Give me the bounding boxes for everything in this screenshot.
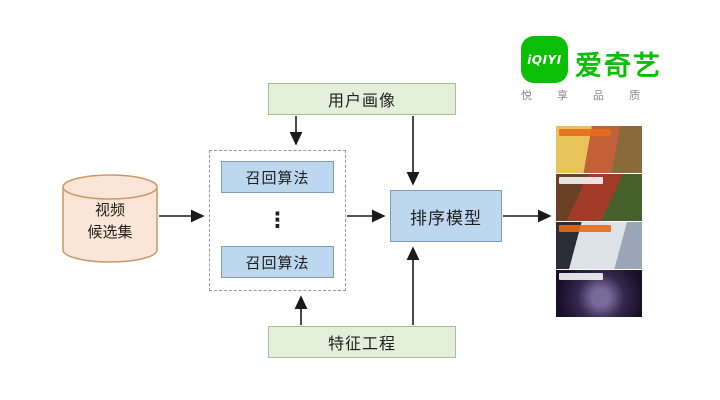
recall-ellipsis: ⋮ [267,207,288,232]
ranking-model-box: 排序模型 [390,190,502,242]
candidate-set-label-line2: 候选集 [87,222,133,241]
candidate-set-cylinder: 视频 候选集 [62,174,158,264]
video-thumbnail [556,126,642,173]
thumbnail-caption-bar [559,273,603,280]
tagline-char: 质 [629,89,640,102]
candidate-set-label: 视频 候选集 [62,200,158,244]
video-thumbnail [556,270,642,317]
recall-algorithm-box-1: 召回算法 [221,161,334,193]
iqiyi-logo-icon: iQIYI [521,36,568,83]
video-thumbnail [556,174,642,221]
result-thumbnail-list [556,126,642,318]
candidate-set-label-line1: 视频 [94,201,125,219]
iqiyi-logo-text: iQIYI [527,52,562,67]
thumbnail-caption-bar [559,225,611,232]
brand-tagline: 悦 享 品 质 [521,87,640,103]
tagline-char: 悦 [521,89,532,102]
thumbnail-caption-bar [559,129,611,136]
recall-algorithm-box-2: 召回算法 [221,246,334,278]
feature-engineering-box: 特征工程 [268,326,456,358]
video-thumbnail [556,222,642,269]
brand-name: 爱奇艺 [575,51,662,82]
tagline-char: 享 [557,89,568,102]
tagline-char: 品 [593,89,604,102]
database-cylinder-icon [62,174,158,263]
thumbnail-caption-bar [559,177,603,184]
user-profile-box: 用户画像 [268,83,456,115]
